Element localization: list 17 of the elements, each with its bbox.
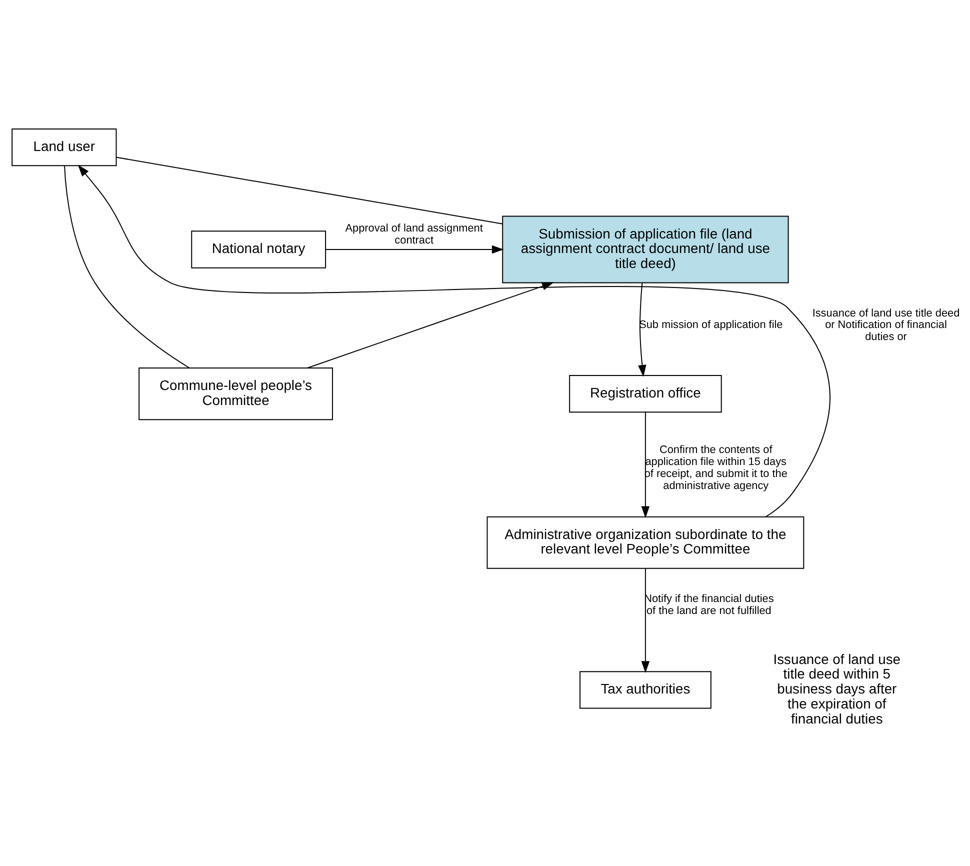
node-box: Administrative organization subordinate to the relevant level People’s Committee — [486, 516, 804, 568]
node-box: Registration office — [569, 374, 722, 412]
label: Issuance of land use title deed within 5 business days after the expiration of financial duties — [773, 650, 901, 726]
arrow — [78, 164, 831, 517]
arrow — [641, 568, 650, 673]
connector — [64, 164, 190, 368]
arrow — [641, 411, 650, 518]
node-box: Submission of application file (land assignment contract document/ land use title deed) — [502, 215, 789, 283]
edge-label: Issuance of land use title deed or Notification of financial duties or — [812, 306, 960, 343]
connector — [116, 156, 503, 224]
node-box: Commune-level people’s Committee — [138, 367, 333, 420]
node-box: Land user — [12, 128, 117, 166]
edge-label: Approval of land assignment contract — [345, 222, 483, 246]
node-box: Tax authorities — [579, 670, 712, 708]
arrow — [325, 244, 504, 254]
node-box: National notary — [191, 230, 326, 268]
arrow — [638, 282, 646, 376]
